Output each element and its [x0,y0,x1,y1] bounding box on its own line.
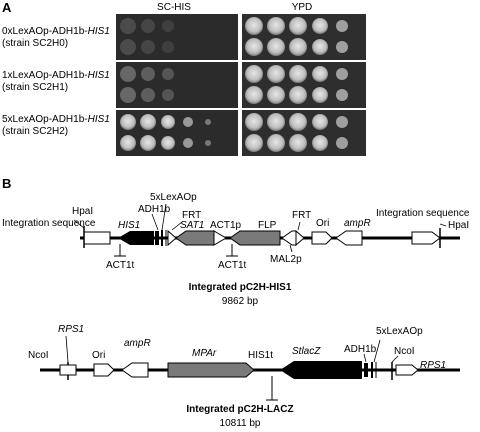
mpar-label: MPAr [192,348,217,359]
adh1b-promoter [364,363,368,377]
gene-text: HIS1 [87,114,110,125]
integration-seq-right [411,231,441,245]
plasmid-map-pc2h-lacz: NcoI RPS1 Ori ampR MPAr HIS1t StlacZ ADH… [28,324,460,429]
construct-text: 5xLexAOp-ADH1b- [2,114,88,125]
stlacz-label: StlacZ [292,346,321,357]
stlacz-gene [280,361,362,379]
his1-label: HIS1 [118,220,140,231]
ampr-gene [335,230,363,246]
mal2p-promoter [281,230,297,246]
adh1b-label: ADH1b [138,204,171,215]
sat1-gene [175,230,215,246]
act1t-left-label: ACT1t [106,260,135,271]
his1t-label: HIS1t [248,350,273,361]
flp-gene [229,230,281,246]
ori [93,363,115,377]
hpai-right-label: HpaI [448,220,469,231]
construct-text: 1xLexAOp-ADH1b- [2,70,88,81]
ncoi-left-label: NcoI [28,350,49,361]
ori-label: Ori [92,350,105,361]
map1-title: Integrated pC2H-HIS1 [189,282,292,293]
integration-right-label: Integration sequence [376,208,470,219]
act1p-promoter [213,230,227,246]
spot-assay-plates [116,14,366,156]
rps1-right-label: RPS1 [420,360,446,371]
ncoi-right-label: NcoI [394,346,415,357]
his1-gene [118,231,154,245]
lexaop-label: 5xLexAOp [376,326,423,337]
frt-right-label: FRT [292,210,311,221]
ampr-label: ampR [344,218,371,229]
plate-sc-his-0x [116,14,238,60]
map1-size: 9862 bp [222,296,259,307]
strain-id: (strain SC2H1) [2,82,69,93]
adh1b-label: ADH1b [344,344,377,355]
map2-size: 10811 bp [220,418,261,429]
ampr-label: ampR [124,338,151,349]
act1p-label: ACT1p [210,220,242,231]
frt-left [167,229,177,247]
ori-label: Ori [316,218,329,229]
integration-left-label: Integration sequence [2,218,96,229]
act1t-mid-label: ACT1t [218,260,247,271]
rps1-left [59,364,77,376]
construct-text: 0xLexAOp-ADH1b- [2,26,88,37]
gene-text: HIS1 [87,26,110,37]
strain-id: (strain SC2H2) [2,126,69,137]
mpar-gene [167,362,255,378]
adh1b-promoter [155,231,159,245]
mal2p-label: MAL2p [270,254,302,265]
frt-left-label: FRT [182,210,201,221]
rps1-right [395,364,419,376]
gene-text: HIS1 [87,70,110,81]
rps1-left-label: RPS1 [58,324,84,335]
sc-his-header: SC-HIS [157,2,191,13]
ori [311,231,333,245]
flp-label: FLP [258,220,277,231]
strain-label-1x: 1xLexAOp-ADH1b-HIS1 (strain SC2H1) [2,70,122,94]
ampr-gene [121,362,149,378]
plasmid-map-pc2h-his1: HpaI Integration sequence HIS1 ADH1b 5xL… [2,192,470,307]
strain-id: (strain SC2H0) [2,38,69,49]
hpai-left-label: HpaI [72,206,93,217]
ypd-header: YPD [291,2,313,13]
integration-seq-left [83,231,111,245]
lexaop-label: 5xLexAOp [150,192,197,203]
map2-title: Integrated pC2H-LACZ [186,404,293,415]
sat1-label: SAT1 [180,220,204,231]
plate-sc-his-5x [116,110,238,156]
strain-label-5x: 5xLexAOp-ADH1b-HIS1 (strain SC2H2) [2,114,122,138]
frt-right [295,229,305,247]
strain-label-0x: 0xLexAOp-ADH1b-HIS1 (strain SC2H0) [2,26,122,50]
panel-b-letter: B [2,176,12,191]
panel-a-letter: A [2,0,12,15]
plate-sc-his-1x [116,62,238,108]
